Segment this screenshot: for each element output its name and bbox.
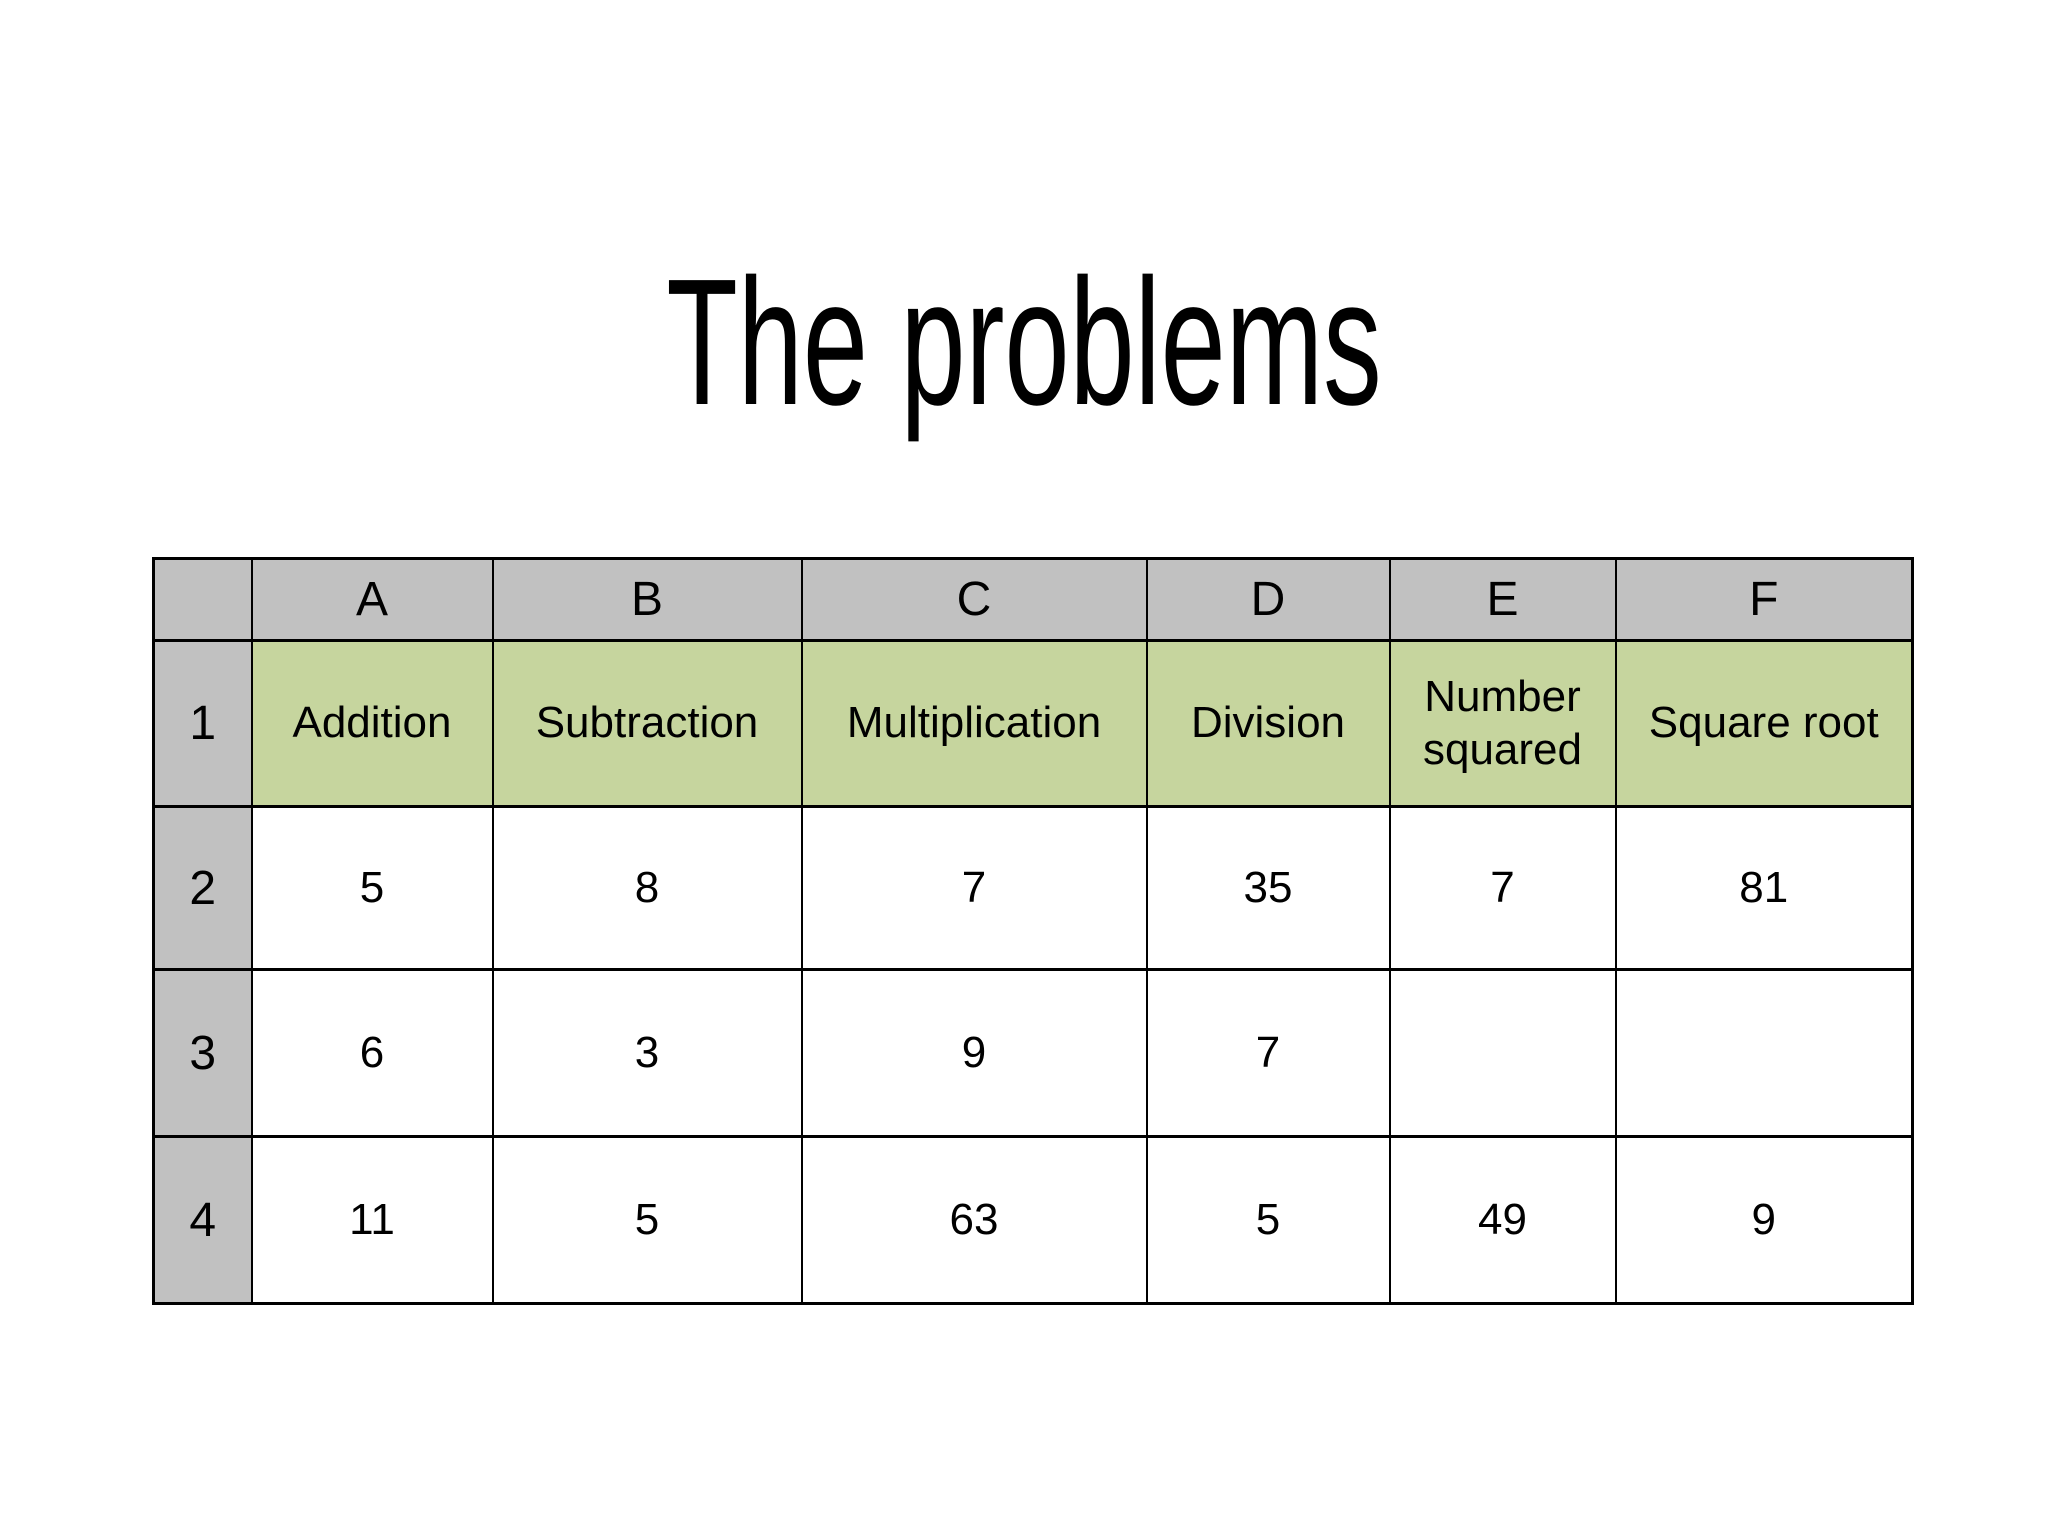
cell-c1: Multiplication — [800, 639, 1148, 808]
cell-c3: 9 — [800, 968, 1148, 1138]
cell-c4: 63 — [800, 1135, 1148, 1305]
cell-b4: 5 — [491, 1135, 803, 1305]
cell-f4: 9 — [1614, 1135, 1914, 1305]
column-header-a: A — [250, 557, 494, 642]
cell-f2: 81 — [1614, 805, 1914, 971]
column-header-row: A B C D E F — [152, 557, 1914, 642]
cell-e4: 49 — [1388, 1135, 1617, 1305]
data-row-3: 3 6 3 9 7 — [152, 968, 1914, 1138]
problems-table: A B C D E F 1 Addition Subtraction Multi… — [152, 557, 1914, 1305]
cell-d4: 5 — [1145, 1135, 1391, 1305]
cell-d1: Division — [1145, 639, 1391, 808]
cell-a2: 5 — [250, 805, 494, 971]
data-row-4: 4 11 5 63 5 49 9 — [152, 1135, 1914, 1305]
column-header-e: E — [1388, 557, 1617, 642]
cell-b3: 3 — [491, 968, 803, 1138]
row-header-4: 4 — [152, 1135, 253, 1305]
cell-a3: 6 — [250, 968, 494, 1138]
cell-b1: Subtraction — [491, 639, 803, 808]
cell-f3 — [1614, 968, 1914, 1138]
row-header-1: 1 — [152, 639, 253, 808]
row-header-2: 2 — [152, 805, 253, 971]
column-header-b: B — [491, 557, 803, 642]
cell-e2: 7 — [1388, 805, 1617, 971]
slide-title: The problems — [666, 242, 1382, 443]
cell-e1: Number squared — [1388, 639, 1617, 808]
cell-c2: 7 — [800, 805, 1148, 971]
category-row: 1 Addition Subtraction Multiplication Di… — [152, 639, 1914, 808]
cell-e3 — [1388, 968, 1617, 1138]
cell-d2: 35 — [1145, 805, 1391, 971]
column-header-d: D — [1145, 557, 1391, 642]
column-header-f: F — [1614, 557, 1914, 642]
cell-a4: 11 — [250, 1135, 494, 1305]
corner-cell — [152, 557, 253, 642]
data-row-2: 2 5 8 7 35 7 81 — [152, 805, 1914, 971]
column-header-c: C — [800, 557, 1148, 642]
cell-a1: Addition — [250, 639, 494, 808]
cell-b2: 8 — [491, 805, 803, 971]
cell-f1: Square root — [1614, 639, 1914, 808]
row-header-3: 3 — [152, 968, 253, 1138]
cell-d3: 7 — [1145, 968, 1391, 1138]
